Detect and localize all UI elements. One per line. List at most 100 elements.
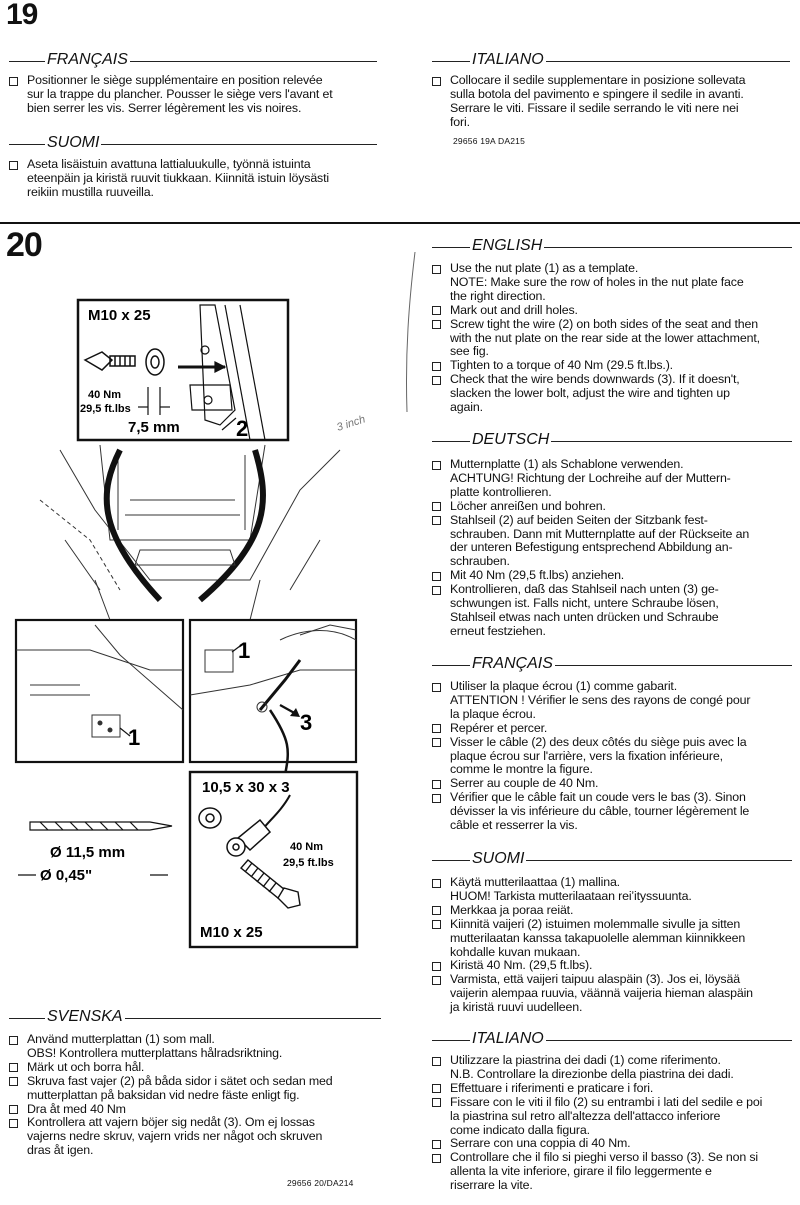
instruction-line: Kontrollieren, daß das Stahlseil nach un… (450, 582, 719, 597)
instruction-line: sur la trappe du plancher. Pousser le si… (27, 86, 333, 101)
instruction-item: Mit 40 Nm (29,5 ft.lbs) anziehen. (432, 568, 790, 583)
instruction-item: Märk ut och borra hål. (9, 1059, 374, 1075)
checkbox-icon (9, 1063, 18, 1073)
instruction-text: Merkkaa ja poraa reiät. (450, 903, 790, 918)
instruction-line: Mark out and drill holes. (450, 302, 578, 317)
drill-bit-icon (29, 821, 173, 831)
instruction-text: Kiristä 40 Nm. (29,5 ft.lbs). (450, 959, 790, 973)
checkbox-icon (432, 375, 441, 385)
instruction-line: vajerns nedre skruv, vajern vrids ner nå… (27, 1129, 323, 1144)
lang-header-francais-20: FRANÇAIS (432, 655, 792, 673)
checkbox-icon (432, 906, 441, 916)
lang-name: FRANÇAIS (470, 655, 555, 673)
instruction-text: Check that the wire bends downwards (3).… (450, 372, 790, 415)
instruction-item: Stahlseil (2) auf beiden Seiten der Sitz… (432, 513, 790, 570)
instruction-line: riserrare la vite. (450, 1178, 533, 1193)
instruction-text: Positionner le siège supplémentaire en p… (27, 73, 374, 116)
detail-box-hardware (188, 770, 359, 949)
instruction-item: Utilizzare la piastrina dei dadi (1) com… (432, 1053, 790, 1082)
lang-header-suomi-20: SUOMI (432, 850, 792, 868)
lang-name: SVENSKA (45, 1008, 125, 1026)
instruction-text: Use the nut plate (1) as a template.NOTE… (450, 261, 790, 304)
instruction-line: schrauben. (450, 554, 510, 569)
bolt-spec-bottom: M10 x 25 (200, 924, 263, 941)
instruction-item: Fissare con le viti il filo (2) su entra… (432, 1095, 790, 1138)
section-divider (0, 222, 800, 224)
cable-eye-icon (226, 794, 291, 857)
checkbox-icon (9, 160, 18, 170)
instruction-text: Effettuare i riferimenti e praticare i f… (450, 1080, 790, 1096)
instruction-text: Tighten to a torque of 40 Nm (29.5 ft.lb… (450, 358, 790, 373)
handwritten-note: 3 inch (335, 251, 416, 434)
instruction-text: Kiinnitä vaijeri (2) istuimen molemmalle… (450, 917, 790, 960)
instruction-text: Dra åt med 40 Nm (27, 1102, 374, 1117)
checkbox-icon (432, 306, 441, 316)
instruction-item: Kontrollieren, daß das Stahlseil nach un… (432, 582, 790, 639)
lang-name: ENGLISH (470, 237, 545, 255)
instruction-item: Dra åt med 40 Nm (9, 1102, 374, 1117)
instruction-line: Utiliser la plaque écrou (1) comme gabar… (450, 679, 678, 693)
lang-name: SUOMI (470, 850, 527, 868)
instruction-item: Effettuare i riferimenti e praticare i f… (432, 1080, 790, 1096)
instruction-line: the right direction. (450, 288, 546, 303)
checkbox-icon (432, 975, 441, 985)
instruction-text: Repérer et percer. (450, 720, 790, 736)
instruction-line: mutterplattan på baksidan vid nedre fäst… (27, 1087, 300, 1102)
instruction-line: Serrare le viti. Fissare il sedile serra… (450, 100, 739, 115)
instruction-line: vaijerin alempaa ruuvia, väännä vaijeria… (450, 986, 753, 1001)
reference-number-19: 29656 19A DA215 (453, 136, 526, 146)
instruction-item: Positionner le siège supplémentaire en p… (9, 73, 374, 116)
instruction-text: Screw tight the wire (2) on both sides o… (450, 317, 790, 360)
checkbox-icon (432, 1084, 441, 1094)
checkbox-icon (9, 1035, 18, 1045)
instruction-item: Utiliser la plaque écrou (1) comme gabar… (432, 679, 790, 722)
instruction-text: Utiliser la plaque écrou (1) comme gabar… (450, 679, 790, 722)
instructions-suomi-19: Aseta lisäistuin avattuna lattialuukulle… (9, 157, 374, 200)
instruction-text: Visser le câble (2) des deux côtés du si… (450, 735, 790, 778)
checkbox-icon (432, 460, 441, 470)
checkbox-icon (432, 502, 441, 512)
instruction-text: Collocare il sedile supplementare in pos… (450, 73, 792, 130)
instruction-line: ja kiristä ruuvi uudelleen. (450, 1000, 583, 1015)
checkbox-icon (432, 264, 441, 274)
instructions-svenska-20: Använd mutterplattan (1) som mall.OBS! K… (9, 1032, 374, 1158)
instruction-line: Kiristä 40 Nm. (29,5 ft.lbs). (450, 958, 593, 973)
bracket-icon (178, 304, 266, 441)
instruction-line: bien serrer les vis. Serrer légèrement l… (27, 100, 302, 115)
checkbox-icon (432, 585, 441, 595)
instruction-line: comme le montre la figure. (450, 762, 593, 777)
lang-name: FRANÇAIS (45, 51, 130, 69)
instruction-text: Serrer au couple de 40 Nm. (450, 776, 790, 791)
instruction-text: Serrare con una coppia di 40 Nm. (450, 1137, 790, 1151)
instruction-item: Kontrollera att vajern böjer sig nedåt (… (9, 1116, 374, 1158)
lang-header-suomi-19: SUOMI (9, 134, 377, 152)
callout-3: 3 (300, 710, 312, 735)
instruction-line: Varmista, että vaijeri taipuu alaspäin (… (450, 972, 740, 987)
instruction-text: Mutternplatte (1) als Schablone verwende… (450, 457, 790, 500)
instruction-item: Varmista, että vaijeri taipuu alaspäin (… (432, 972, 790, 1015)
instruction-line: Effettuare i riferimenti e praticare i f… (450, 1080, 654, 1095)
checkbox-icon (432, 724, 441, 734)
instruction-line: Mit 40 Nm (29,5 ft.lbs) anziehen. (450, 568, 625, 583)
instruction-item: Screw tight the wire (2) on both sides o… (432, 317, 790, 360)
instruction-item: Löcher anreißen und bohren. (432, 499, 790, 514)
instruction-line: slacken the lower bolt, adjust the wire … (450, 386, 730, 401)
instruction-text: Vérifier que le câble fait un coude vers… (450, 790, 790, 833)
checkbox-icon (432, 793, 441, 803)
instructions-italiano-20: Utilizzare la piastrina dei dadi (1) com… (432, 1053, 790, 1193)
instruction-line: Märk ut och borra hål. (27, 1059, 145, 1074)
gap-measure: 7,5 mm (128, 419, 180, 436)
instruction-line: reikiin mustilla ruuveilla. (27, 184, 154, 199)
lang-name: SUOMI (45, 134, 102, 152)
instruction-text: Mark out and drill holes. (450, 302, 790, 318)
instruction-line: again. (450, 400, 483, 415)
instruction-item: Controllare che il filo si pieghi verso … (432, 1150, 790, 1193)
instruction-line: Vérifier que le câble fait un coude vers… (450, 790, 746, 805)
instruction-line: Repérer et percer. (450, 720, 548, 735)
lang-name: ITALIANO (470, 51, 546, 69)
lang-header-english-20: ENGLISH (432, 237, 792, 255)
bolt-icon (83, 348, 165, 376)
detail-box-bolt (76, 298, 290, 442)
checkbox-icon (9, 1105, 18, 1115)
drill-size-inch: Ø 0,45" (40, 867, 92, 884)
